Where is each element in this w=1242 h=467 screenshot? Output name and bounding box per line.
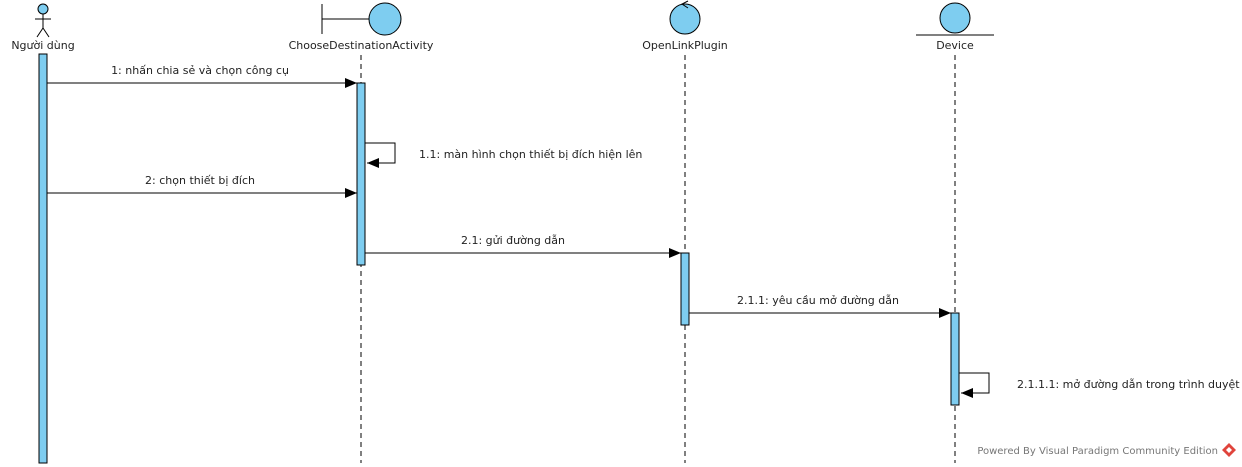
message-label-1-1: 1.1: màn hình chọn thiết bị đích hiện lê… bbox=[419, 148, 642, 161]
message-label-1: 1: nhấn chia sẻ và chọn công cụ bbox=[111, 64, 289, 77]
participant-name-user: Người dùng bbox=[11, 39, 74, 52]
participant-name-device: Device bbox=[936, 39, 974, 52]
entity-icon bbox=[916, 2, 994, 36]
activation-choose-destination-activity bbox=[356, 82, 366, 266]
message-label-2-1: 2.1: gửi đường dẫn bbox=[461, 234, 565, 247]
activation-open-link-plugin bbox=[680, 252, 690, 326]
participant-name-choose-destination-activity: ChooseDestinationActivity bbox=[289, 39, 434, 52]
participant-name-open-link-plugin: OpenLinkPlugin bbox=[642, 39, 728, 52]
message-label-2-1-1: 2.1.1: yêu cầu mở đường dẫn bbox=[737, 294, 899, 307]
boundary-icon bbox=[321, 2, 402, 36]
visual-paradigm-logo-icon bbox=[1222, 443, 1236, 457]
control-icon bbox=[669, 0, 701, 35]
message-arrow-1-1 bbox=[365, 142, 396, 168]
actor-icon bbox=[35, 3, 51, 38]
message-label-2-1-1-1: 2.1.1.1: mở đường dẫn trong trình duyệt bbox=[1017, 378, 1240, 391]
watermark-text: Powered By Visual Paradigm Community Edi… bbox=[977, 446, 1218, 457]
message-label-2: 2: chọn thiết bị đích bbox=[145, 174, 255, 187]
activation-user bbox=[38, 53, 48, 464]
activation-device bbox=[950, 312, 960, 406]
message-arrow-2-1-1-1 bbox=[959, 372, 990, 398]
